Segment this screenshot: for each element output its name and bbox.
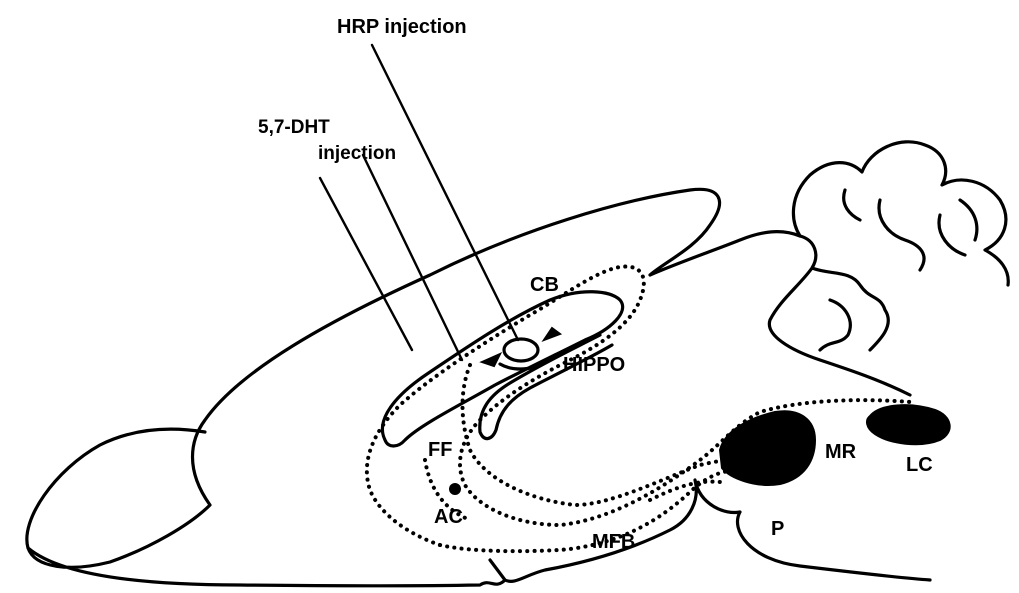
fiber-pathway-outer (367, 267, 910, 545)
mfb-label: MFB (592, 531, 635, 553)
ff-label: FF (428, 439, 452, 461)
arrow-left (544, 328, 560, 340)
mr-nucleus (720, 411, 815, 485)
p-label: P (771, 518, 784, 540)
hippo-label: HIPPO (563, 354, 625, 376)
hrp-injection-label: HRP injection (337, 16, 467, 38)
brain-outline (27, 189, 930, 585)
arrow-right (482, 354, 500, 366)
ac-dot (449, 483, 461, 495)
lc-label: LC (906, 454, 933, 476)
dht-injection-line-1 (320, 178, 412, 350)
dht-injection-line-2 (363, 155, 462, 360)
dht-injection-label-line2: injection (318, 143, 396, 164)
mr-label: MR (825, 441, 857, 463)
lc-nucleus (867, 405, 950, 444)
injection-site (504, 339, 538, 361)
hrp-injection-line (372, 45, 518, 340)
cerebellum-outline (769, 142, 1008, 395)
dht-injection-label-line1: 5,7-DHT (258, 117, 330, 138)
hippocampus-inner (480, 335, 612, 439)
cb-label: CB (530, 274, 559, 296)
mr-connection (650, 482, 720, 500)
ac-label: AC (434, 506, 463, 528)
